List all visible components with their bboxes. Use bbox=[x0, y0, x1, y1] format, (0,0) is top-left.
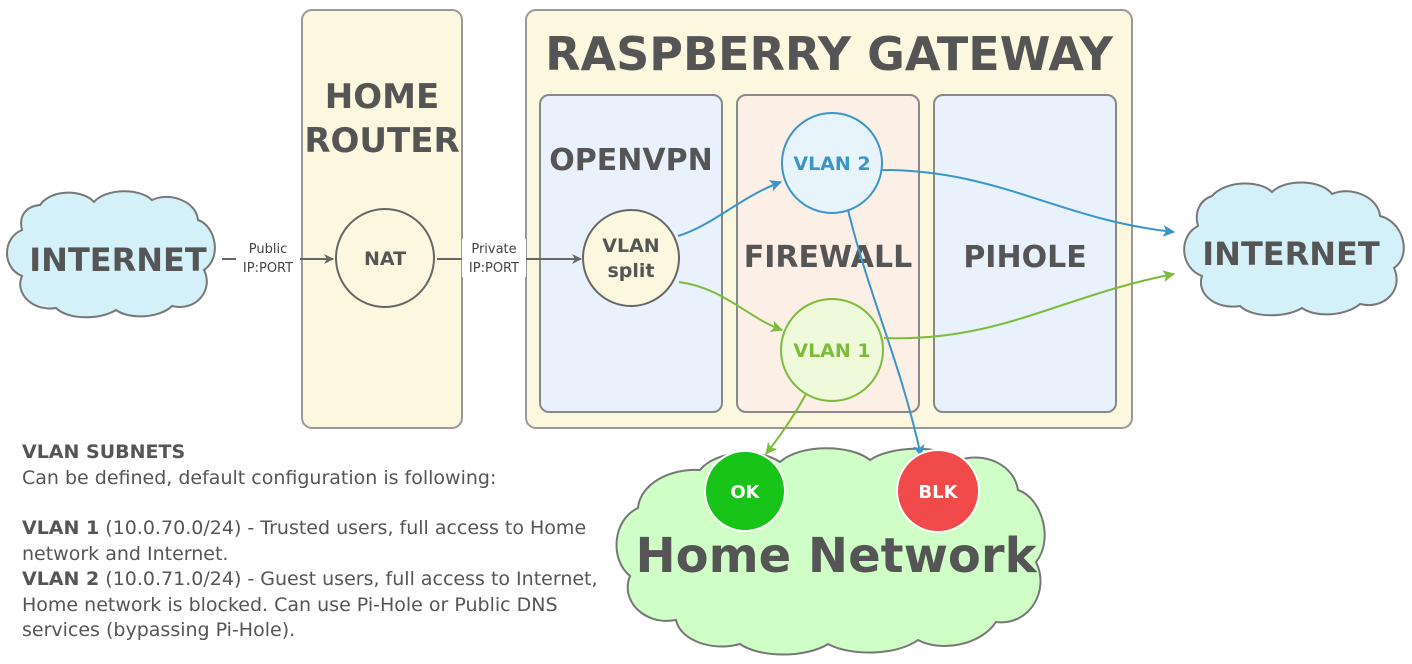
notes-vlan2-text: (10.0.71.0/24) - Guest users, full acces… bbox=[22, 568, 598, 641]
pihole-section: PIHOLE bbox=[933, 94, 1117, 413]
notes-vlan2: VLAN 2 (10.0.71.0/24) - Guest users, ful… bbox=[22, 567, 622, 644]
notes-heading: VLAN SUBNETS bbox=[22, 441, 186, 463]
vlan-subnets-notes: VLAN SUBNETS Can be defined, default con… bbox=[22, 440, 622, 644]
home-router-title-line1: HOME bbox=[325, 77, 439, 117]
vlan-split-to-vlan2-arrow bbox=[677, 180, 782, 237]
private-label-line2: IP:PORT bbox=[469, 261, 519, 276]
vlan2-node: VLAN 2 bbox=[781, 112, 883, 214]
vlan1-to-internet-arrow bbox=[883, 270, 1175, 340]
public-ip-port-label: Public IP:PORT bbox=[236, 239, 300, 277]
home-network-label: Home Network bbox=[635, 528, 1037, 584]
internet-left-label: INTERNET bbox=[29, 241, 207, 279]
ok-node: OK bbox=[704, 450, 786, 532]
vlan1-label: VLAN 1 bbox=[793, 340, 870, 362]
nat-node: NAT bbox=[335, 208, 435, 308]
vlan1-node: VLAN 1 bbox=[780, 298, 884, 402]
public-label-line2: IP:PORT bbox=[243, 261, 293, 276]
vlan-split-label-line1: VLAN bbox=[602, 235, 659, 257]
private-label-line1: Private bbox=[471, 242, 516, 257]
notes-vlan2-name: VLAN 2 bbox=[22, 568, 100, 590]
blk-node: BLK bbox=[896, 449, 980, 533]
vlan-split-label-line2: split bbox=[607, 260, 654, 282]
notes-spacer bbox=[22, 491, 622, 516]
vlan2-to-internet-arrow bbox=[881, 169, 1175, 237]
public-label-line1: Public bbox=[249, 242, 287, 257]
vlan2-to-blk-arrow bbox=[846, 205, 925, 457]
vlan-split-to-vlan1-arrow bbox=[678, 281, 783, 332]
pihole-label: PIHOLE bbox=[963, 240, 1086, 275]
blk-label: BLK bbox=[918, 482, 958, 503]
home-router-title-line2: ROUTER bbox=[304, 121, 459, 161]
internet-left-cloud: INTERNET bbox=[6, 190, 216, 319]
notes-intro: Can be defined, default configuration is… bbox=[22, 466, 497, 489]
ok-label: OK bbox=[730, 482, 760, 503]
nat-label: NAT bbox=[364, 248, 406, 270]
openvpn-label: OPENVPN bbox=[549, 143, 712, 178]
notes-vlan1-name: VLAN 1 bbox=[22, 517, 100, 539]
vlan1-to-ok-arrow bbox=[765, 393, 807, 455]
vlan2-label: VLAN 2 bbox=[793, 153, 870, 175]
firewall-label: FIREWALL bbox=[744, 240, 912, 275]
notes-vlan1: VLAN 1 (10.0.70.0/24) - Trusted users, f… bbox=[22, 516, 622, 567]
internet-right-label: INTERNET bbox=[1202, 235, 1380, 273]
notes-vlan1-text: (10.0.70.0/24) - Trusted users, full acc… bbox=[22, 517, 587, 565]
vlan-split-node: VLAN split bbox=[582, 209, 680, 307]
internet-right-cloud: INTERNET bbox=[1183, 181, 1405, 317]
gateway-title: RASPBERRY GATEWAY bbox=[545, 27, 1113, 81]
private-ip-port-label: Private IP:PORT bbox=[462, 239, 526, 277]
home-network-cloud: Home Network bbox=[615, 447, 1046, 656]
